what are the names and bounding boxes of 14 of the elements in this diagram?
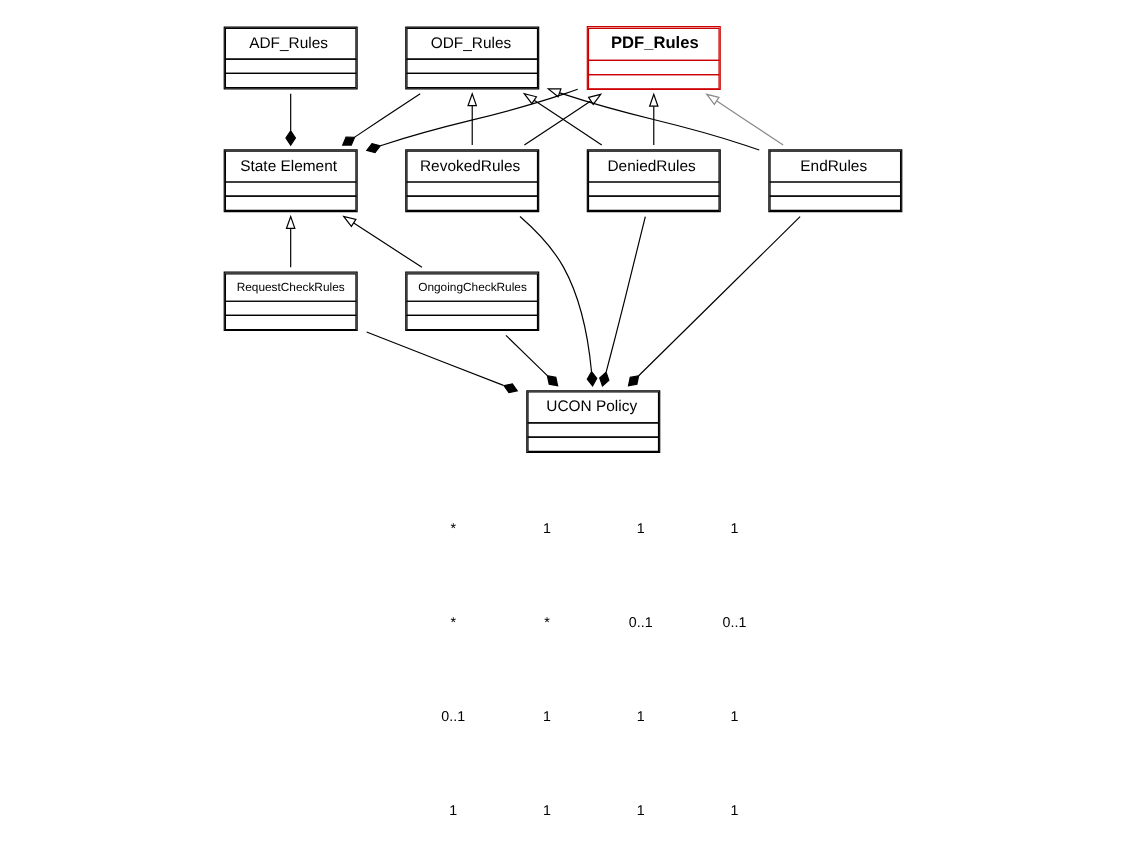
connector xyxy=(341,93,421,146)
arrow xyxy=(285,214,296,268)
connector xyxy=(505,334,559,387)
arrow xyxy=(342,215,423,268)
connector xyxy=(365,88,579,154)
arrow xyxy=(546,88,760,151)
connector xyxy=(599,216,646,388)
connector xyxy=(285,93,297,147)
arrow xyxy=(467,91,478,146)
connector xyxy=(627,216,801,387)
connector xyxy=(519,215,598,387)
arrow xyxy=(648,92,659,146)
connector xyxy=(366,331,519,394)
arrow xyxy=(705,93,784,146)
